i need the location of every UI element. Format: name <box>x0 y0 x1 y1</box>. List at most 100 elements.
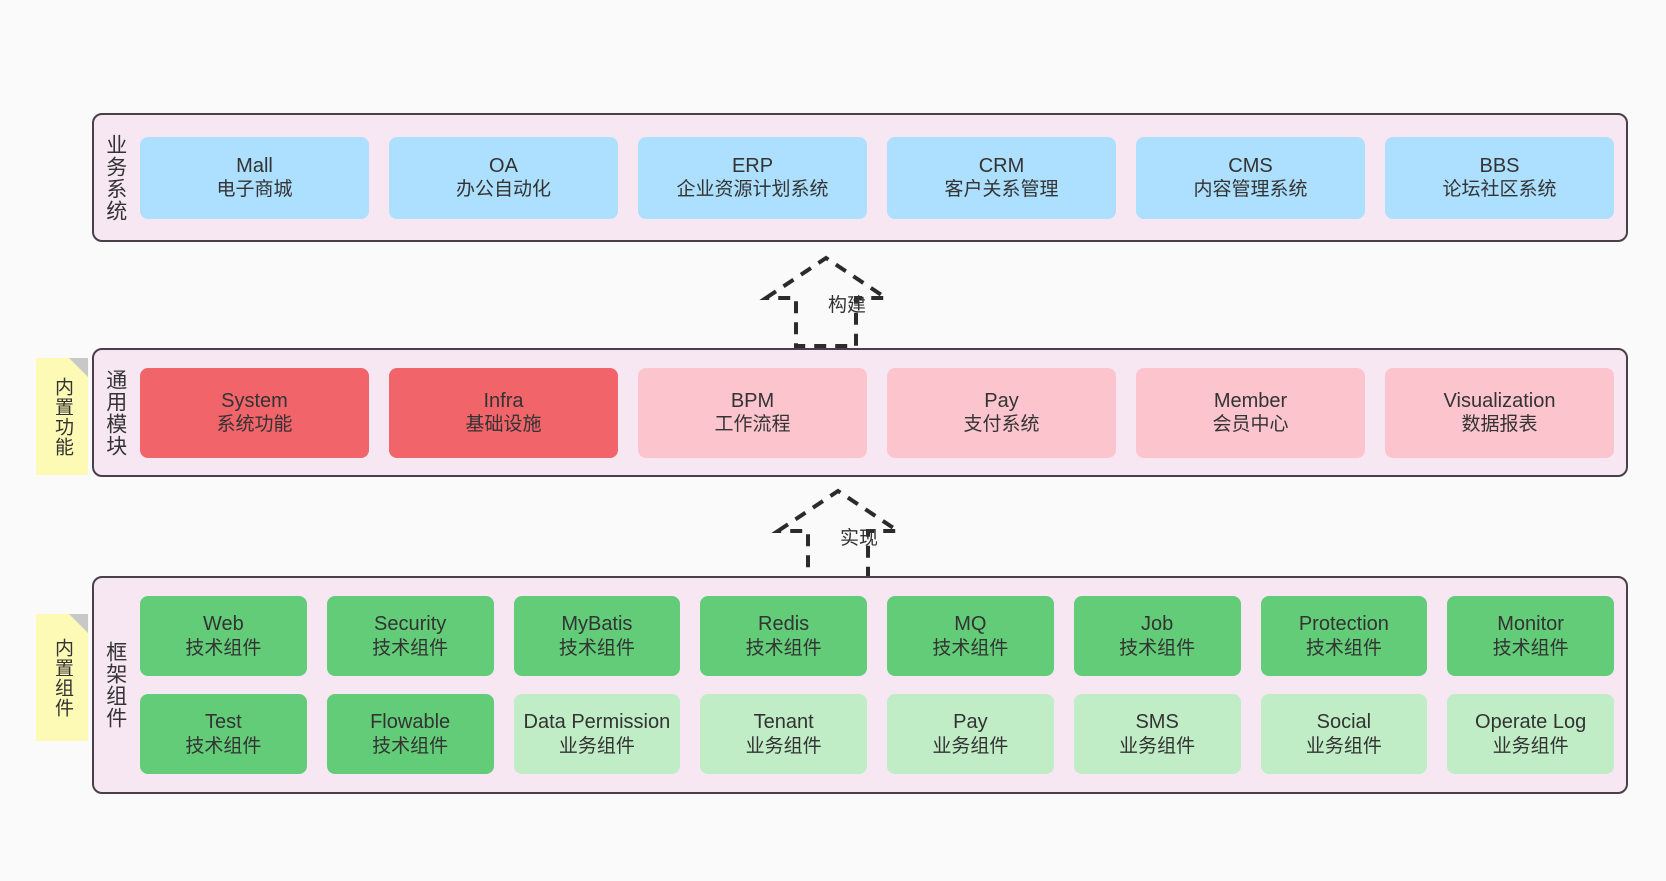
framework-tech-row: Web 技术组件 Security 技术组件 MyBatis 技术组件 Redi… <box>140 596 1614 676</box>
node-desc: 会员中心 <box>1212 414 1289 436</box>
node-mall[interactable]: Mall 电子商城 <box>140 136 369 219</box>
node-desc: 技术组件 <box>1492 637 1569 659</box>
node-title: Infra <box>483 389 524 412</box>
node-title: CRM <box>978 154 1025 177</box>
node-desc: 业务组件 <box>558 735 635 757</box>
node-title: Monitor <box>1497 613 1564 636</box>
node-web[interactable]: Web 技术组件 <box>140 596 307 676</box>
node-desc: 业务组件 <box>745 735 822 757</box>
node-title: Visualization <box>1443 389 1556 412</box>
node-monitor[interactable]: Monitor 技术组件 <box>1447 596 1614 676</box>
node-desc: 技术组件 <box>745 637 822 659</box>
node-desc: 系统功能 <box>216 414 293 436</box>
node-title: Redis <box>758 613 810 636</box>
node-member[interactable]: Member 会员中心 <box>1136 367 1365 458</box>
node-title: System <box>221 389 288 412</box>
node-title: Mall <box>236 154 273 177</box>
note-built-in-features: 内置功能 <box>36 358 88 475</box>
node-title: Social <box>1316 711 1372 734</box>
node-desc: 客户关系管理 <box>944 179 1059 201</box>
node-title: Security <box>374 613 447 636</box>
node-flowable[interactable]: Flowable 技术组件 <box>326 694 494 774</box>
node-title: Job <box>1141 613 1174 636</box>
arrow-build-icon <box>759 255 893 348</box>
node-data-permission[interactable]: Data Permission 业务组件 <box>513 694 681 774</box>
node-mybatis[interactable]: MyBatis 技术组件 <box>513 596 681 676</box>
node-desc: 技术组件 <box>1305 637 1382 659</box>
node-desc: 论坛社区系统 <box>1442 179 1557 201</box>
arrow-build: 构建 <box>750 250 930 350</box>
node-test[interactable]: Test 技术组件 <box>140 694 307 774</box>
node-desc: 企业资源计划系统 <box>676 179 829 201</box>
arrow-implement: 实现 <box>762 483 942 583</box>
node-title: MQ <box>954 613 987 636</box>
arrow-implement-icon <box>771 488 905 581</box>
node-bpm[interactable]: BPM 工作流程 <box>638 367 867 458</box>
node-title: OA <box>489 154 518 177</box>
layer-framework-components: 框架组件 Web 技术组件 Security 技术组件 MyBatis 技术组件… <box>92 576 1628 794</box>
note-built-in-components: 内置组件 <box>36 614 88 741</box>
node-desc: 技术组件 <box>1119 637 1196 659</box>
layer-label-modules: 通用模块 <box>103 368 127 457</box>
node-title: Test <box>205 711 242 734</box>
node-title: BPM <box>730 389 775 412</box>
node-desc: 技术组件 <box>932 637 1009 659</box>
framework-business-row: Test 技术组件 Flowable 技术组件 Data Permission … <box>140 694 1614 774</box>
node-title: CMS <box>1228 154 1273 177</box>
node-title: MyBatis <box>561 613 633 636</box>
layer-body-modules: System 系统功能 Infra 基础设施 BPM 工作流程 Pay 支付系统… <box>136 350 1626 475</box>
node-operate-log[interactable]: Operate Log 业务组件 <box>1447 694 1614 774</box>
node-desc: 基础设施 <box>465 414 542 436</box>
node-mq[interactable]: MQ 技术组件 <box>887 596 1054 676</box>
node-desc: 业务组件 <box>1492 735 1569 757</box>
layer-label-business: 业务系统 <box>103 133 127 222</box>
node-title: Pay <box>984 389 1019 412</box>
node-protection[interactable]: Protection 技术组件 <box>1260 596 1428 676</box>
node-title: BBS <box>1479 154 1520 177</box>
node-desc: 技术组件 <box>372 637 449 659</box>
node-desc: 内容管理系统 <box>1193 179 1308 201</box>
node-pay-component[interactable]: Pay 业务组件 <box>887 694 1054 774</box>
node-title: Tenant <box>753 711 814 734</box>
node-visualization[interactable]: Visualization 数据报表 <box>1385 367 1614 458</box>
node-system[interactable]: System 系统功能 <box>140 367 369 458</box>
layer-business-systems: 业务系统 Mall 电子商城 OA 办公自动化 ERP 企业资源计划系统 CRM… <box>92 113 1628 242</box>
node-desc: 业务组件 <box>1119 735 1196 757</box>
node-desc: 工作流程 <box>714 414 791 436</box>
node-desc: 业务组件 <box>1305 735 1382 757</box>
node-oa[interactable]: OA 办公自动化 <box>389 136 618 219</box>
node-title: Data Permission <box>523 711 671 734</box>
node-title: Flowable <box>370 711 451 734</box>
node-desc: 业务组件 <box>932 735 1009 757</box>
node-title: Protection <box>1298 613 1389 636</box>
node-desc: 数据报表 <box>1461 414 1538 436</box>
node-redis[interactable]: Redis 技术组件 <box>700 596 867 676</box>
layer-body-business: Mall 电子商城 OA 办公自动化 ERP 企业资源计划系统 CRM 客户关系… <box>136 115 1626 240</box>
business-node-row: Mall 电子商城 OA 办公自动化 ERP 企业资源计划系统 CRM 客户关系… <box>140 136 1614 219</box>
node-infra[interactable]: Infra 基础设施 <box>389 367 618 458</box>
node-title: SMS <box>1135 711 1179 734</box>
node-security[interactable]: Security 技术组件 <box>326 596 494 676</box>
node-desc: 技术组件 <box>185 735 262 757</box>
node-pay[interactable]: Pay 支付系统 <box>887 367 1116 458</box>
node-social[interactable]: Social 业务组件 <box>1260 694 1428 774</box>
node-title: Operate Log <box>1475 711 1587 734</box>
node-erp[interactable]: ERP 企业资源计划系统 <box>638 136 867 219</box>
node-desc: 办公自动化 <box>455 179 551 201</box>
node-desc: 支付系统 <box>963 414 1040 436</box>
node-title: ERP <box>731 154 774 177</box>
node-sms[interactable]: SMS 业务组件 <box>1073 694 1241 774</box>
node-cms[interactable]: CMS 内容管理系统 <box>1136 136 1365 219</box>
node-crm[interactable]: CRM 客户关系管理 <box>887 136 1116 219</box>
node-tenant[interactable]: Tenant 业务组件 <box>700 694 867 774</box>
node-desc: 技术组件 <box>372 735 449 757</box>
note-text: 内置功能 <box>51 376 73 457</box>
node-bbs[interactable]: BBS 论坛社区系统 <box>1385 136 1614 219</box>
node-desc: 技术组件 <box>558 637 635 659</box>
note-text: 内置组件 <box>51 637 73 718</box>
node-desc: 电子商城 <box>216 179 293 201</box>
node-title: Pay <box>953 711 988 734</box>
node-job[interactable]: Job 技术组件 <box>1073 596 1241 676</box>
layer-common-modules: 通用模块 System 系统功能 Infra 基础设施 BPM 工作流程 Pay… <box>92 348 1628 477</box>
